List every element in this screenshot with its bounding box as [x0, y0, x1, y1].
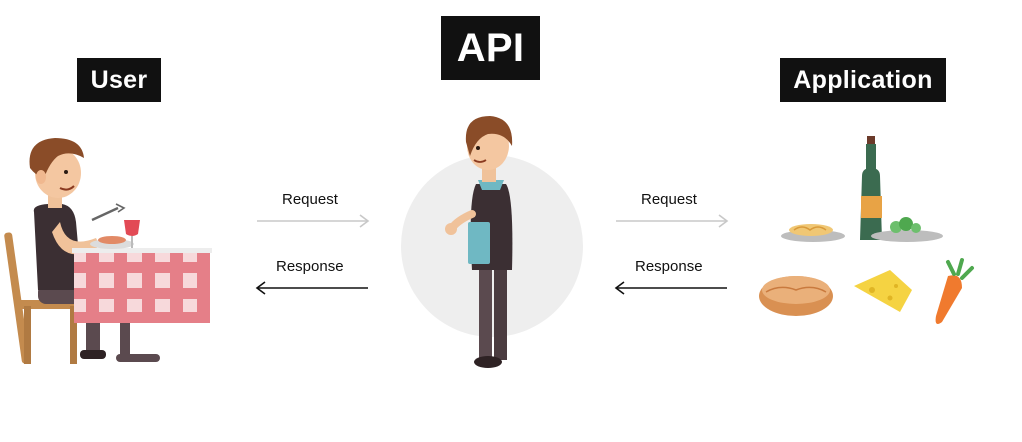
- right-response-label: Response: [635, 258, 703, 275]
- left-request-arrow-icon: [257, 214, 370, 228]
- right-request-label: Request: [641, 191, 697, 208]
- right-response-arrow-icon: [614, 281, 727, 295]
- waiter-illustration: [401, 116, 583, 368]
- api-label: API: [441, 16, 540, 80]
- left-request-label: Request: [282, 191, 338, 208]
- user-label: User: [77, 58, 161, 102]
- left-response-label: Response: [276, 258, 344, 275]
- diner-illustration: [4, 138, 212, 364]
- left-response-arrow-icon: [255, 281, 368, 295]
- application-label: Application: [780, 58, 946, 102]
- right-request-arrow-icon: [616, 214, 729, 228]
- food-illustration: [759, 136, 974, 324]
